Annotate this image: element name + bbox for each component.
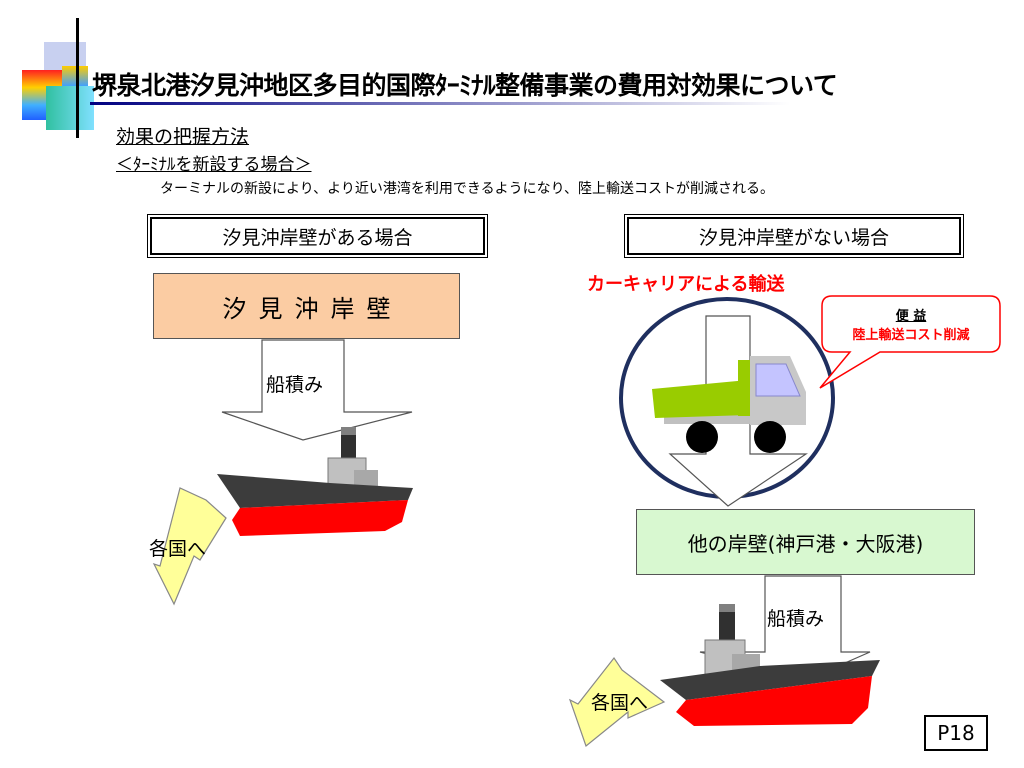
speech-bubble-icon	[819, 295, 1001, 389]
page-number: P18	[924, 715, 988, 751]
slide-title: 堺泉北港汐見沖地区多目的国際ﾀｰﾐﾅﾙ整備事業の費用対効果について	[92, 71, 838, 100]
right-loading-label: 船積み	[767, 608, 825, 630]
logo-decoration	[22, 18, 94, 138]
case-heading: ＜ﾀｰﾐﾅﾙを新設する場合＞	[116, 155, 312, 175]
title-underline	[90, 102, 790, 105]
left-loading-label: 船積み	[266, 374, 324, 396]
ship-icon	[660, 604, 880, 726]
section-heading: 効果の把握方法	[116, 126, 250, 148]
truck-icon	[652, 356, 806, 453]
right-destination-label: 各国へ	[591, 692, 649, 714]
right-heading-box: 汐見沖岸壁がない場合	[624, 214, 964, 258]
benefit-text: 陸上輸送コスト削減	[852, 328, 970, 343]
shiomioki-berth: 汐見沖岸壁	[153, 273, 460, 339]
benefit-title: 便 益	[895, 309, 927, 324]
destination-arrow-icon	[152, 487, 227, 606]
right-heading: 汐見沖岸壁がない場合	[627, 217, 961, 255]
left-heading: 汐見沖岸壁がある場合	[150, 217, 485, 255]
transport-label: カーキャリアによる輸送	[587, 274, 785, 295]
down-arrow-icon	[221, 339, 413, 441]
left-destination-label: 各国へ	[149, 538, 207, 560]
other-berth: 他の岸壁(神戸港・大阪港)	[636, 509, 975, 575]
left-heading-box: 汐見沖岸壁がある場合	[147, 214, 488, 258]
destination-arrow-icon	[568, 656, 666, 748]
ship-icon	[217, 427, 413, 536]
description: ターミナルの新設により、より近い港湾を利用できるようになり、陸上輸送コストが削減…	[160, 181, 775, 197]
